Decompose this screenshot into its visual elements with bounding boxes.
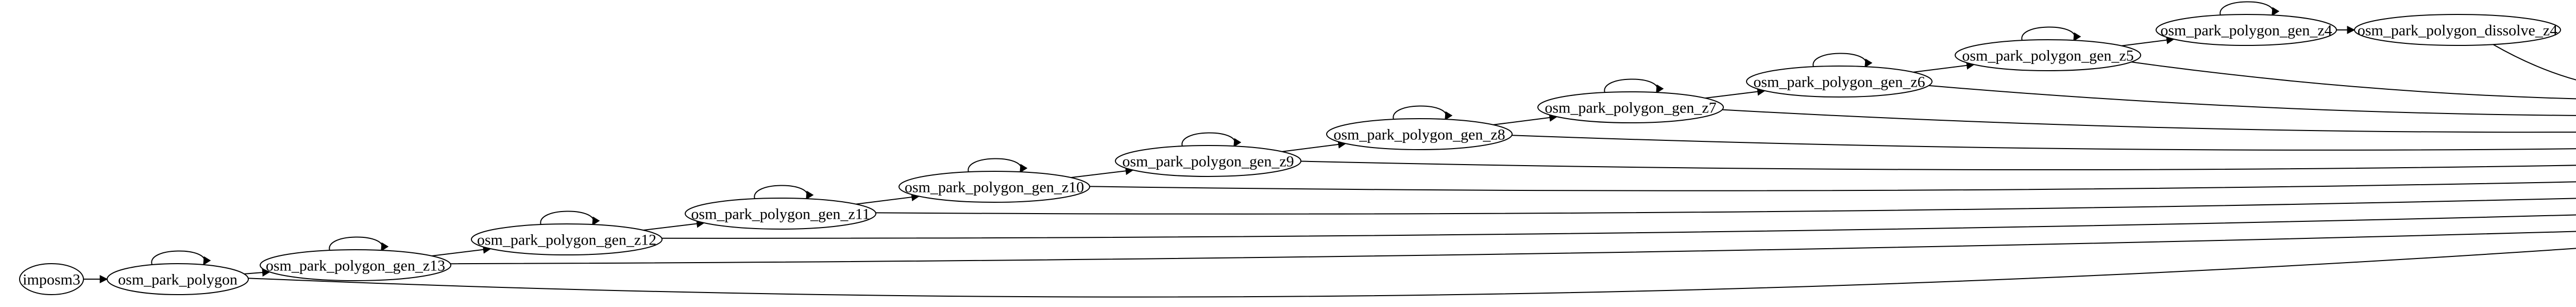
node-osm_park_polygon_gen_z4: osm_park_polygon_gen_z4 bbox=[2156, 14, 2337, 46]
node-shape-osm_park_polygon_gen_z7 bbox=[1537, 91, 1724, 123]
node-label-osm_park_polygon_gen_z6: osm_park_polygon_gen_z6 bbox=[1753, 74, 1925, 91]
edge-osm_park_polygon_gen_z11-to-osm_park_polygon_gen_z10 bbox=[856, 193, 920, 205]
self-loop-osm_park_polygon_gen_z11 bbox=[754, 185, 814, 202]
self-loop-osm_park_polygon_gen_z13 bbox=[329, 236, 389, 253]
edge-osm_park_polygon_gen_z13-to-osm_park_polygon_gen_z12 bbox=[431, 245, 492, 256]
edge-osm_park_polygon_gen_z10-to-layer_park-z10 bbox=[1089, 181, 2576, 191]
node-shape-osm_park_polygon_gen_z4 bbox=[2156, 14, 2337, 46]
edge-osm_park_polygon_gen_z11-to-layer_park-z11 bbox=[875, 198, 2576, 215]
self-loop-osm_park_polygon_gen_z10 bbox=[968, 158, 1028, 175]
node-label-osm_park_polygon: osm_park_polygon bbox=[118, 271, 238, 288]
node-label-osm_park_polygon_gen_z4: osm_park_polygon_gen_z4 bbox=[2160, 22, 2332, 39]
node-shape-imposm3 bbox=[19, 263, 84, 295]
node-label-osm_park_polygon_gen_z5: osm_park_polygon_gen_z5 bbox=[1962, 47, 2133, 64]
node-shape-osm_park_polygon_gen_z5 bbox=[1955, 39, 2141, 71]
node-label-osm_park_polygon_gen_z13: osm_park_polygon_gen_z13 bbox=[266, 257, 445, 274]
node-shape-osm_park_polygon_gen_z13 bbox=[260, 249, 451, 281]
node-label-osm_park_polygon_gen_z11: osm_park_polygon_gen_z11 bbox=[691, 206, 870, 223]
edge-osm_park_polygon_gen_z6-to-osm_park_polygon_gen_z5 bbox=[1913, 61, 1975, 73]
node-shape-osm_park_polygon_gen_z8 bbox=[1326, 118, 1513, 150]
node-label-osm_park_polygon_gen_z8: osm_park_polygon_gen_z8 bbox=[1333, 126, 1505, 143]
edge-osm_park_polygon_gen_z13-to-layer_park-z13 bbox=[450, 231, 2576, 265]
node-osm_park_polygon_gen_z10: osm_park_polygon_gen_z10 bbox=[899, 171, 1090, 203]
node-label-osm_park_polygon_gen_z12: osm_park_polygon_gen_z12 bbox=[477, 232, 656, 249]
edge-osm_park_polygon_gen_z9-to-layer_park-z9 bbox=[1300, 160, 2576, 171]
node-imposm3: imposm3 bbox=[19, 263, 84, 295]
node-shape-osm_park_polygon_gen_z10 bbox=[899, 171, 1090, 203]
node-osm_park_polygon_gen_z6: osm_park_polygon_gen_z6 bbox=[1746, 66, 1933, 98]
self-loop-osm_park_polygon_gen_z5 bbox=[2021, 26, 2081, 43]
edge-osm_park_polygon_gen_z12-to-osm_park_polygon_gen_z11 bbox=[643, 219, 705, 231]
edge-layer bbox=[83, 1, 2576, 298]
node-label-osm_park_polygon_gen_z10: osm_park_polygon_gen_z10 bbox=[905, 179, 1084, 196]
node-osm_park_polygon_gen_z5: osm_park_polygon_gen_z5 bbox=[1955, 39, 2141, 71]
node-osm_park_polygon_dissolve_z4: osm_park_polygon_dissolve_z4 bbox=[2354, 14, 2561, 46]
edge-osm_park_polygon-to-osm_park_polygon_gen_z13 bbox=[244, 268, 270, 277]
edge-osm_park_polygon-to-layer_park-z14+ bbox=[248, 248, 2576, 298]
node-shape-osm_park_polygon_gen_z12 bbox=[471, 223, 663, 255]
edge-osm_park_polygon_gen_z7-to-layer_park-z7 bbox=[1722, 109, 2576, 133]
node-shape-osm_park_polygon_gen_z6 bbox=[1746, 66, 1933, 98]
self-loop-osm_park_polygon_gen_z4 bbox=[2219, 1, 2280, 18]
self-loop-osm_park_polygon bbox=[151, 250, 211, 267]
edge-osm_park_polygon_gen_z12-to-layer_park-z12 bbox=[662, 214, 2576, 239]
node-osm_park_polygon_gen_z7: osm_park_polygon_gen_z7 bbox=[1537, 91, 1724, 123]
edge-osm_park_polygon_gen_z6-to-layer_park-z6 bbox=[1928, 85, 2576, 116]
edge-osm_park_polygon_gen_z8-to-layer_park-z8 bbox=[1512, 135, 2576, 151]
node-label-osm_park_polygon_dissolve_z4: osm_park_polygon_dissolve_z4 bbox=[2358, 22, 2557, 39]
self-loop-osm_park_polygon_gen_z9 bbox=[1181, 132, 1242, 149]
self-loop-osm_park_polygon_gen_z12 bbox=[540, 211, 600, 228]
edge-osm_park_polygon_gen_z7-to-osm_park_polygon_gen_z6 bbox=[1705, 87, 1766, 99]
self-loop-osm_park_polygon_gen_z6 bbox=[1812, 53, 1873, 70]
node-shape-osm_park_polygon_gen_z9 bbox=[1115, 145, 1301, 177]
node-osm_park_polygon: osm_park_polygon bbox=[107, 263, 249, 295]
node-shape-osm_park_polygon_dissolve_z4 bbox=[2354, 14, 2561, 46]
node-osm_park_polygon_gen_z8: osm_park_polygon_gen_z8 bbox=[1326, 118, 1513, 150]
node-osm_park_polygon_gen_z11: osm_park_polygon_gen_z11 bbox=[685, 198, 876, 230]
edge-osm_park_polygon_gen_z9-to-osm_park_polygon_gen_z8 bbox=[1282, 140, 1347, 152]
node-osm_park_polygon_gen_z9: osm_park_polygon_gen_z9 bbox=[1115, 145, 1301, 177]
node-label-imposm3: imposm3 bbox=[23, 271, 80, 288]
self-loop-osm_park_polygon_gen_z8 bbox=[1393, 105, 1453, 122]
node-osm_park_polygon_gen_z12: osm_park_polygon_gen_z12 bbox=[471, 223, 663, 255]
self-loop-osm_park_polygon_gen_z7 bbox=[1604, 78, 1664, 95]
edge-osm_park_polygon_dissolve_z4-to-layer_park-z4 bbox=[2493, 44, 2576, 80]
edge-osm_park_polygon_gen_z8-to-osm_park_polygon_gen_z7 bbox=[1493, 114, 1558, 125]
node-label-osm_park_polygon_gen_z7: osm_park_polygon_gen_z7 bbox=[1545, 100, 1716, 117]
edge-osm_park_polygon_gen_z5-to-osm_park_polygon_gen_z4 bbox=[2121, 36, 2175, 46]
node-shape-osm_park_polygon_gen_z11 bbox=[685, 198, 876, 230]
node-osm_park_polygon_gen_z13: osm_park_polygon_gen_z13 bbox=[260, 249, 451, 281]
node-label-osm_park_polygon_gen_z9: osm_park_polygon_gen_z9 bbox=[1122, 153, 1294, 170]
node-shape-osm_park_polygon bbox=[107, 263, 249, 295]
edge-osm_park_polygon_gen_z10-to-osm_park_polygon_gen_z9 bbox=[1071, 167, 1134, 179]
edge-osm_park_polygon_gen_z5-to-layer_park-z5 bbox=[2131, 61, 2576, 100]
